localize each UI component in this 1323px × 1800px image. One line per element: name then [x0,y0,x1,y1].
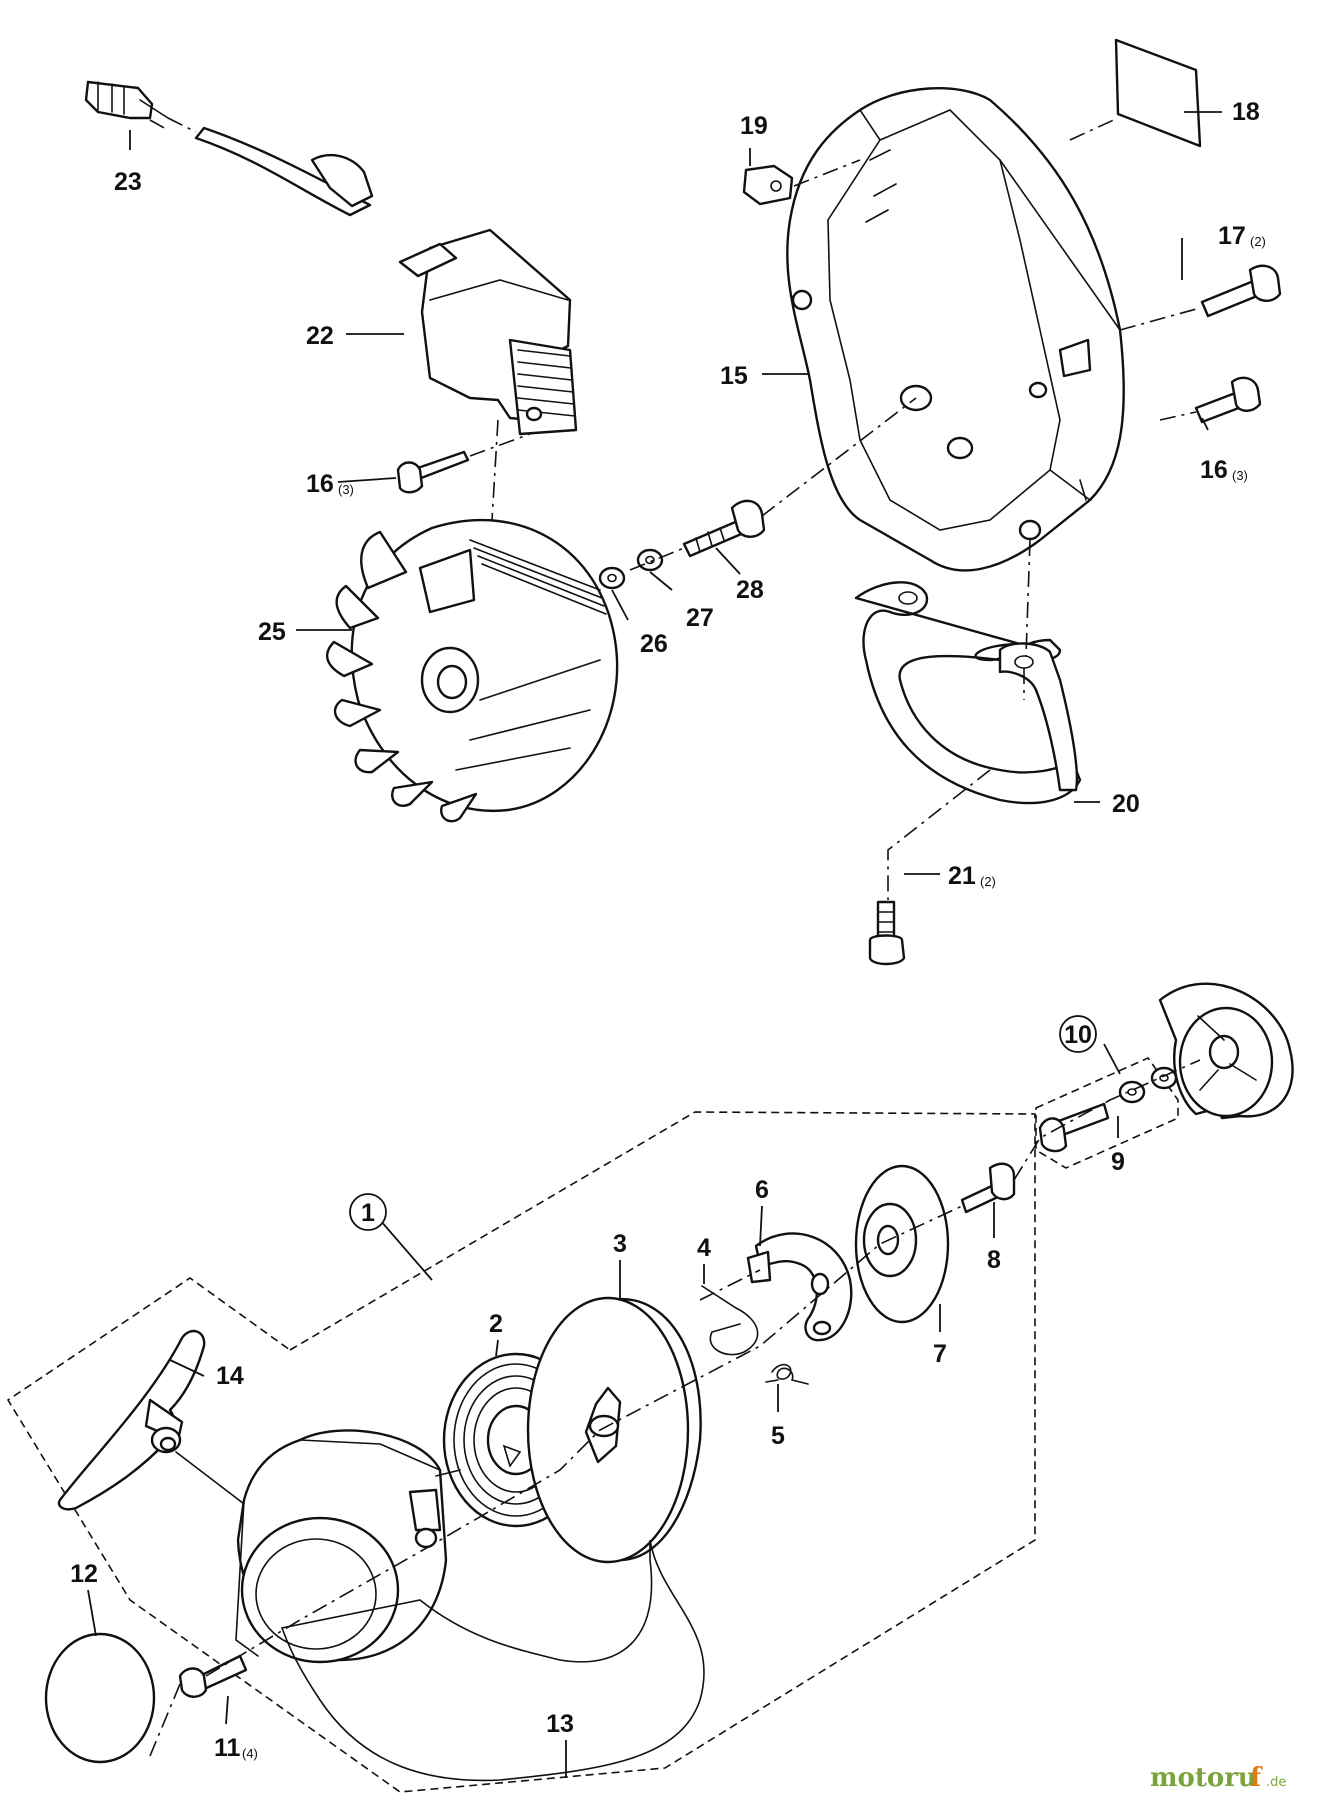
pulley-7 [854,1164,950,1324]
spring-4 [701,1285,759,1356]
callout-13: 13 [546,1710,574,1738]
callout-19: 19 [740,112,768,140]
starter-rope [175,1451,253,1511]
screw-16-right [1194,376,1262,424]
callout-21: 21 [948,862,976,890]
spring-5 [765,1363,809,1385]
callout-26: 26 [640,630,668,658]
watermark-logo: motoru f .de [1150,1763,1286,1793]
qty-16-left: (3) [338,482,354,497]
callout-16-right: 16 [1200,456,1228,484]
flywheel [325,518,619,823]
callout-8: 8 [987,1246,1001,1274]
callout-labels: 23 22 16 (3) 25 26 27 28 18 19 15 17 (2)… [70,98,1266,1762]
callout-14: 14 [216,1362,244,1390]
callout-10: 10 [1064,1021,1092,1049]
qty-21: (2) [980,874,996,889]
callout-7: 7 [933,1340,947,1368]
callout-25: 25 [258,618,286,646]
ignition-coil [398,228,578,436]
watermark-brand-b: f [1250,1763,1263,1793]
connector-part [84,80,169,120]
bolt-28 [682,499,766,558]
ratchet-6 [746,1232,853,1342]
callout-3: 3 [613,1230,627,1258]
callout-12: 12 [70,1560,98,1588]
recoil-starter-group-outline [6,1111,1036,1793]
bolt-8 [960,1162,1016,1214]
watermark-brand-a: motoru [1150,1763,1257,1793]
rope-reel [526,1296,702,1564]
ignition-wire [194,126,374,217]
callout-6: 6 [755,1176,769,1204]
label-plate [1114,38,1202,148]
bolt-set-group-outline [1035,1057,1179,1169]
callout-5: 5 [771,1422,785,1450]
callout-16-left: 16 [306,470,334,498]
starter-handle [57,1329,206,1511]
housing-cap [44,1632,156,1764]
screw-17 [1200,264,1282,318]
callout-27: 27 [686,604,714,632]
screw-16-left [396,450,470,494]
handle-bracket [854,581,1082,805]
washer-27 [636,548,664,572]
qty-16-right: (3) [1232,468,1248,483]
nut-19 [742,164,794,206]
callout-circle-10 [1059,1015,1097,1053]
callout-23: 23 [114,168,142,196]
callout-22: 22 [306,322,334,350]
leader-lines [87,111,1222,1778]
bolt-21 [868,900,906,966]
qty-17: (2) [1250,234,1266,249]
callout-15: 15 [720,362,748,390]
callout-2: 2 [489,1310,503,1338]
starter-pulley-9 [1158,982,1294,1120]
callout-18: 18 [1232,98,1260,126]
watermark-suffix: .de [1266,1775,1286,1790]
washer-26 [598,566,626,590]
callout-9: 9 [1111,1148,1125,1176]
callout-1: 1 [361,1199,375,1227]
qty-11: (4) [242,1746,258,1761]
rope-13 [280,1539,705,1782]
callout-circle-1 [349,1193,387,1231]
callout-20: 20 [1112,790,1140,818]
starter-housing [235,1429,448,1664]
callout-28: 28 [736,576,764,604]
cylinder-cover [786,87,1125,572]
callout-11: 11 [214,1734,241,1762]
callout-17: 17 [1218,222,1246,250]
screw-11 [178,1654,248,1698]
callout-4: 4 [697,1234,711,1262]
